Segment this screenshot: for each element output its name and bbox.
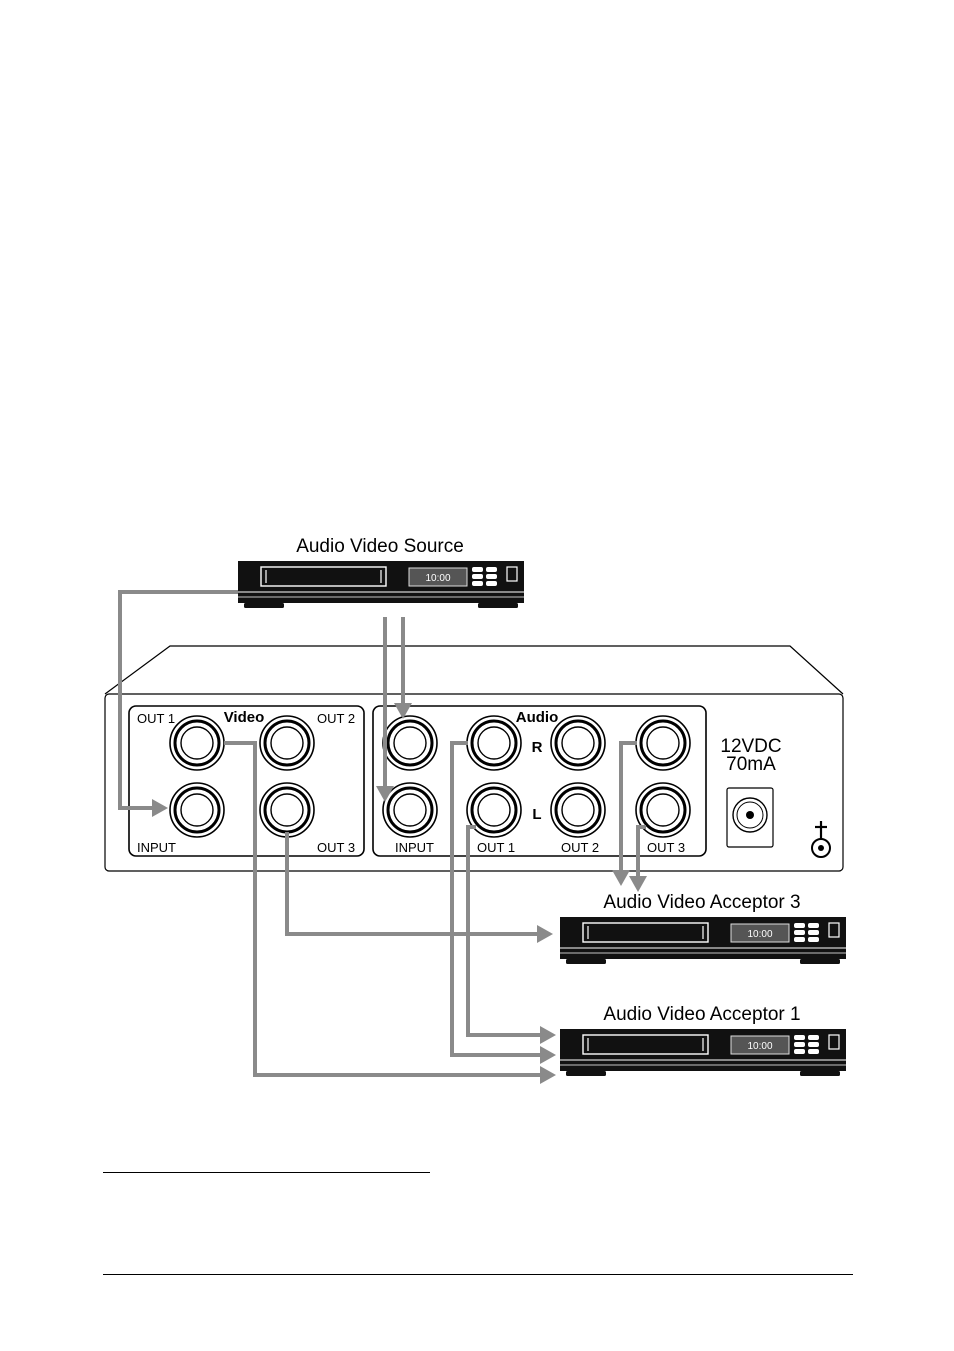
audio-video-source-device: 10:00: [238, 561, 524, 608]
audio-out3-r-jack[interactable]: [636, 716, 690, 770]
power-current-label: 70mA: [726, 754, 776, 775]
acceptor1-display: 10:00: [747, 1041, 772, 1052]
audio-out2-r-jack[interactable]: [551, 716, 605, 770]
audio-out1-r-jack[interactable]: [467, 716, 521, 770]
source-title: Audio Video Source: [296, 536, 464, 557]
audio-channel-r: R: [532, 739, 543, 756]
arrow-acceptor1-audio-r: [540, 1046, 556, 1064]
arrow-acceptor1-video: [540, 1066, 556, 1084]
arrow-acceptor3-audio-l: [629, 876, 647, 892]
audio-out3-label: OUT 3: [647, 840, 685, 855]
source-display: 10:00: [425, 573, 450, 584]
dc-power-jack-icon[interactable]: [727, 788, 773, 847]
video-input-label: INPUT: [137, 840, 176, 855]
acceptor3-display: 10:00: [747, 929, 772, 940]
audio-video-acceptor-1-device: 10:00: [560, 1029, 846, 1076]
video-out3-jack[interactable]: [260, 783, 314, 837]
acceptor3-title: Audio Video Acceptor 3: [603, 892, 800, 913]
audio-out2-l-jack[interactable]: [551, 783, 605, 837]
video-out2-jack[interactable]: [260, 716, 314, 770]
acceptor1-title: Audio Video Acceptor 1: [603, 1004, 800, 1025]
footnote-rule: [103, 1172, 430, 1173]
audio-out2-label: OUT 2: [561, 840, 599, 855]
video-input-jack[interactable]: [170, 783, 224, 837]
video-heading: Video: [224, 709, 265, 726]
arrow-acceptor3-video: [537, 925, 553, 943]
audio-out1-label: OUT 1: [477, 840, 515, 855]
footer-rule: [103, 1274, 853, 1275]
audio-input-label: INPUT: [395, 840, 434, 855]
video-out1-jack[interactable]: [170, 716, 224, 770]
audio-input-r-jack[interactable]: [383, 716, 437, 770]
audio-video-acceptor-3-device: 10:00: [560, 917, 846, 964]
audio-heading: Audio: [516, 709, 559, 726]
video-out1-label: OUT 1: [137, 711, 175, 726]
arrow-acceptor3-audio-r: [612, 870, 630, 886]
audio-channel-l: L: [532, 806, 541, 823]
arrow-acceptor1-audio-l: [540, 1026, 556, 1044]
video-out3-label: OUT 3: [317, 840, 355, 855]
video-out2-label: OUT 2: [317, 711, 355, 726]
